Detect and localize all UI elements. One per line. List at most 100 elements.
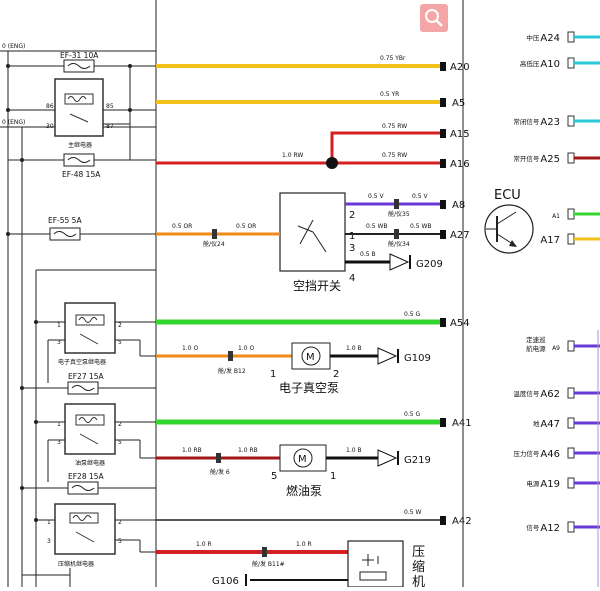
neutral-switch-label: 空挡开关 <box>293 279 341 293</box>
comp-relay-pin-1: 1 <box>47 519 51 526</box>
main-relay-pin-30: 30 <box>46 123 54 130</box>
switch-pin-4: 4 <box>349 273 355 284</box>
pin-a5-box <box>440 98 446 107</box>
ground-label-top: 0 (ENG) <box>2 43 25 50</box>
motor-icon <box>301 346 321 366</box>
ecu-pin-label: 中压 <box>526 33 540 42</box>
ecu-pin-box <box>567 477 575 489</box>
junction-dot <box>6 232 10 236</box>
fuel-pump-pin-5: 5 <box>271 471 277 482</box>
wire-a41-label: 0.5 G <box>404 411 420 418</box>
compressor-label-2: 缩 <box>412 559 425 575</box>
fuel-pump-label: 燃油泵 <box>286 483 322 498</box>
pin-a5: A5 <box>440 98 465 109</box>
ecu-pin-label: 温度信号 <box>513 389 540 398</box>
ecu-pin-number: A47 <box>540 419 560 430</box>
wire-ground-209-label: 0.5 B <box>360 251 376 258</box>
pin-a20-label: A20 <box>450 62 470 73</box>
fuse-ef55-label: EF-55 5A <box>48 216 82 225</box>
ecu-pin-box <box>567 387 575 399</box>
pin-a5-label: A5 <box>452 98 465 109</box>
wire-a8-label-2: 0.5 V <box>412 193 428 200</box>
ecu-pin-label: 电源 <box>526 479 540 488</box>
wire-a16-label: 0.75 RW <box>382 152 407 159</box>
fuel-relay-pin-5: 5 <box>118 439 122 446</box>
fuse-ef48-element <box>67 157 91 163</box>
fuse-ef31-label: EF-31 10A <box>60 51 99 60</box>
fuse-ef27-element <box>71 385 95 391</box>
transistor-collector <box>496 211 517 225</box>
ecu-pin-number: A62 <box>540 389 560 400</box>
fuel-relay-pin-1: 1 <box>57 421 61 428</box>
ecu-pin-list: A24中压A10高低压A23常闭信号A25常开信号A1A17A9定速巡航电源A6… <box>513 31 600 534</box>
wire-a15 <box>330 131 440 163</box>
wire-fuel-out-label: 1.0 B <box>346 447 362 454</box>
pin-a8-box <box>440 200 446 209</box>
wire-a20-label: 0.75 YBr <box>380 55 406 62</box>
fuse-ef48-label: EF-48 15A <box>62 170 101 179</box>
ecu-pin-label: 高低压 <box>520 59 540 68</box>
search-button[interactable] <box>420 4 448 32</box>
compressor-relay-winding <box>72 515 92 521</box>
pin-a20: A20 <box>440 62 470 73</box>
wire-fuel-label-1: 1.0 RB <box>182 447 202 454</box>
fuel-motor-letter: M <box>298 454 307 465</box>
left-junctions <box>6 64 132 522</box>
junction-dot <box>6 108 10 112</box>
fuel-pump-pin-1: 1 <box>330 471 336 482</box>
main-relay-pin-87: 87 <box>106 123 114 130</box>
connector-fuel6-label: 舱/发 6 <box>210 468 230 476</box>
fuel-motor-icon <box>293 448 313 468</box>
main-relay-coil-winding <box>67 96 87 102</box>
main-relay-label: 主继电器 <box>68 141 92 149</box>
comp-relay-pin-3: 3 <box>47 538 51 545</box>
junction-dot <box>20 158 24 162</box>
pin-a42: A42 <box>440 516 472 527</box>
pin-a54: A54 <box>440 318 470 329</box>
ecu-pin-box <box>567 417 575 429</box>
ground-g109-icon <box>377 347 398 365</box>
pin-a54-label: A54 <box>450 318 470 329</box>
compressor-label-3: 机 <box>412 575 425 587</box>
fuel-relay-pin-2: 2 <box>118 421 122 428</box>
connector-dash35 <box>394 199 399 209</box>
junction-dot <box>20 486 24 490</box>
pin-a41-box <box>440 418 446 427</box>
ecu-pin-box <box>567 208 575 220</box>
wire-a27-label-2: 0.5 WB <box>410 223 432 230</box>
neutral-switch-contact <box>299 219 314 245</box>
ecu-pin-number: A25 <box>540 154 560 165</box>
neutral-switch-arm <box>312 231 327 253</box>
ecu-pin-number: A9 <box>552 345 560 352</box>
neutral-switch-blade <box>297 225 314 233</box>
vacuum-pump-relay-switch <box>79 333 99 345</box>
wire-a27-label-1: 0.5 WB <box>366 223 388 230</box>
fuse-ef55-element <box>53 231 77 237</box>
compressor-relay <box>54 503 116 555</box>
search-icon-handle <box>435 19 443 27</box>
ecu-pin-box <box>567 447 575 459</box>
vacuum-pump-relay-coil <box>75 314 105 326</box>
wire-comp-label-2: 1.0 R <box>296 541 312 548</box>
vac-motor-letter: M <box>306 352 315 363</box>
ground-g219-icon <box>377 449 398 467</box>
search-icon-lens <box>425 9 439 23</box>
main-relay <box>54 78 104 137</box>
junction-dot <box>20 386 24 390</box>
junction-dot <box>128 108 132 112</box>
connector-b12-label: 舱/发 B12 <box>218 367 246 375</box>
connector-b11 <box>262 547 267 557</box>
switch-pin-3: 3 <box>349 243 355 254</box>
ecu-pin-box <box>567 57 575 69</box>
pin-a16: A16 <box>440 159 470 170</box>
ecu-pin-label: 常闭信号 <box>513 117 540 126</box>
ecu-pin-label: 常开信号 <box>513 154 540 163</box>
ecu-pin-label: 地 <box>533 419 540 428</box>
ecu-pin-a1: A1 <box>552 208 600 220</box>
pin-a42-label: A42 <box>452 516 472 527</box>
vac-pump-pin-2: 2 <box>333 369 339 380</box>
